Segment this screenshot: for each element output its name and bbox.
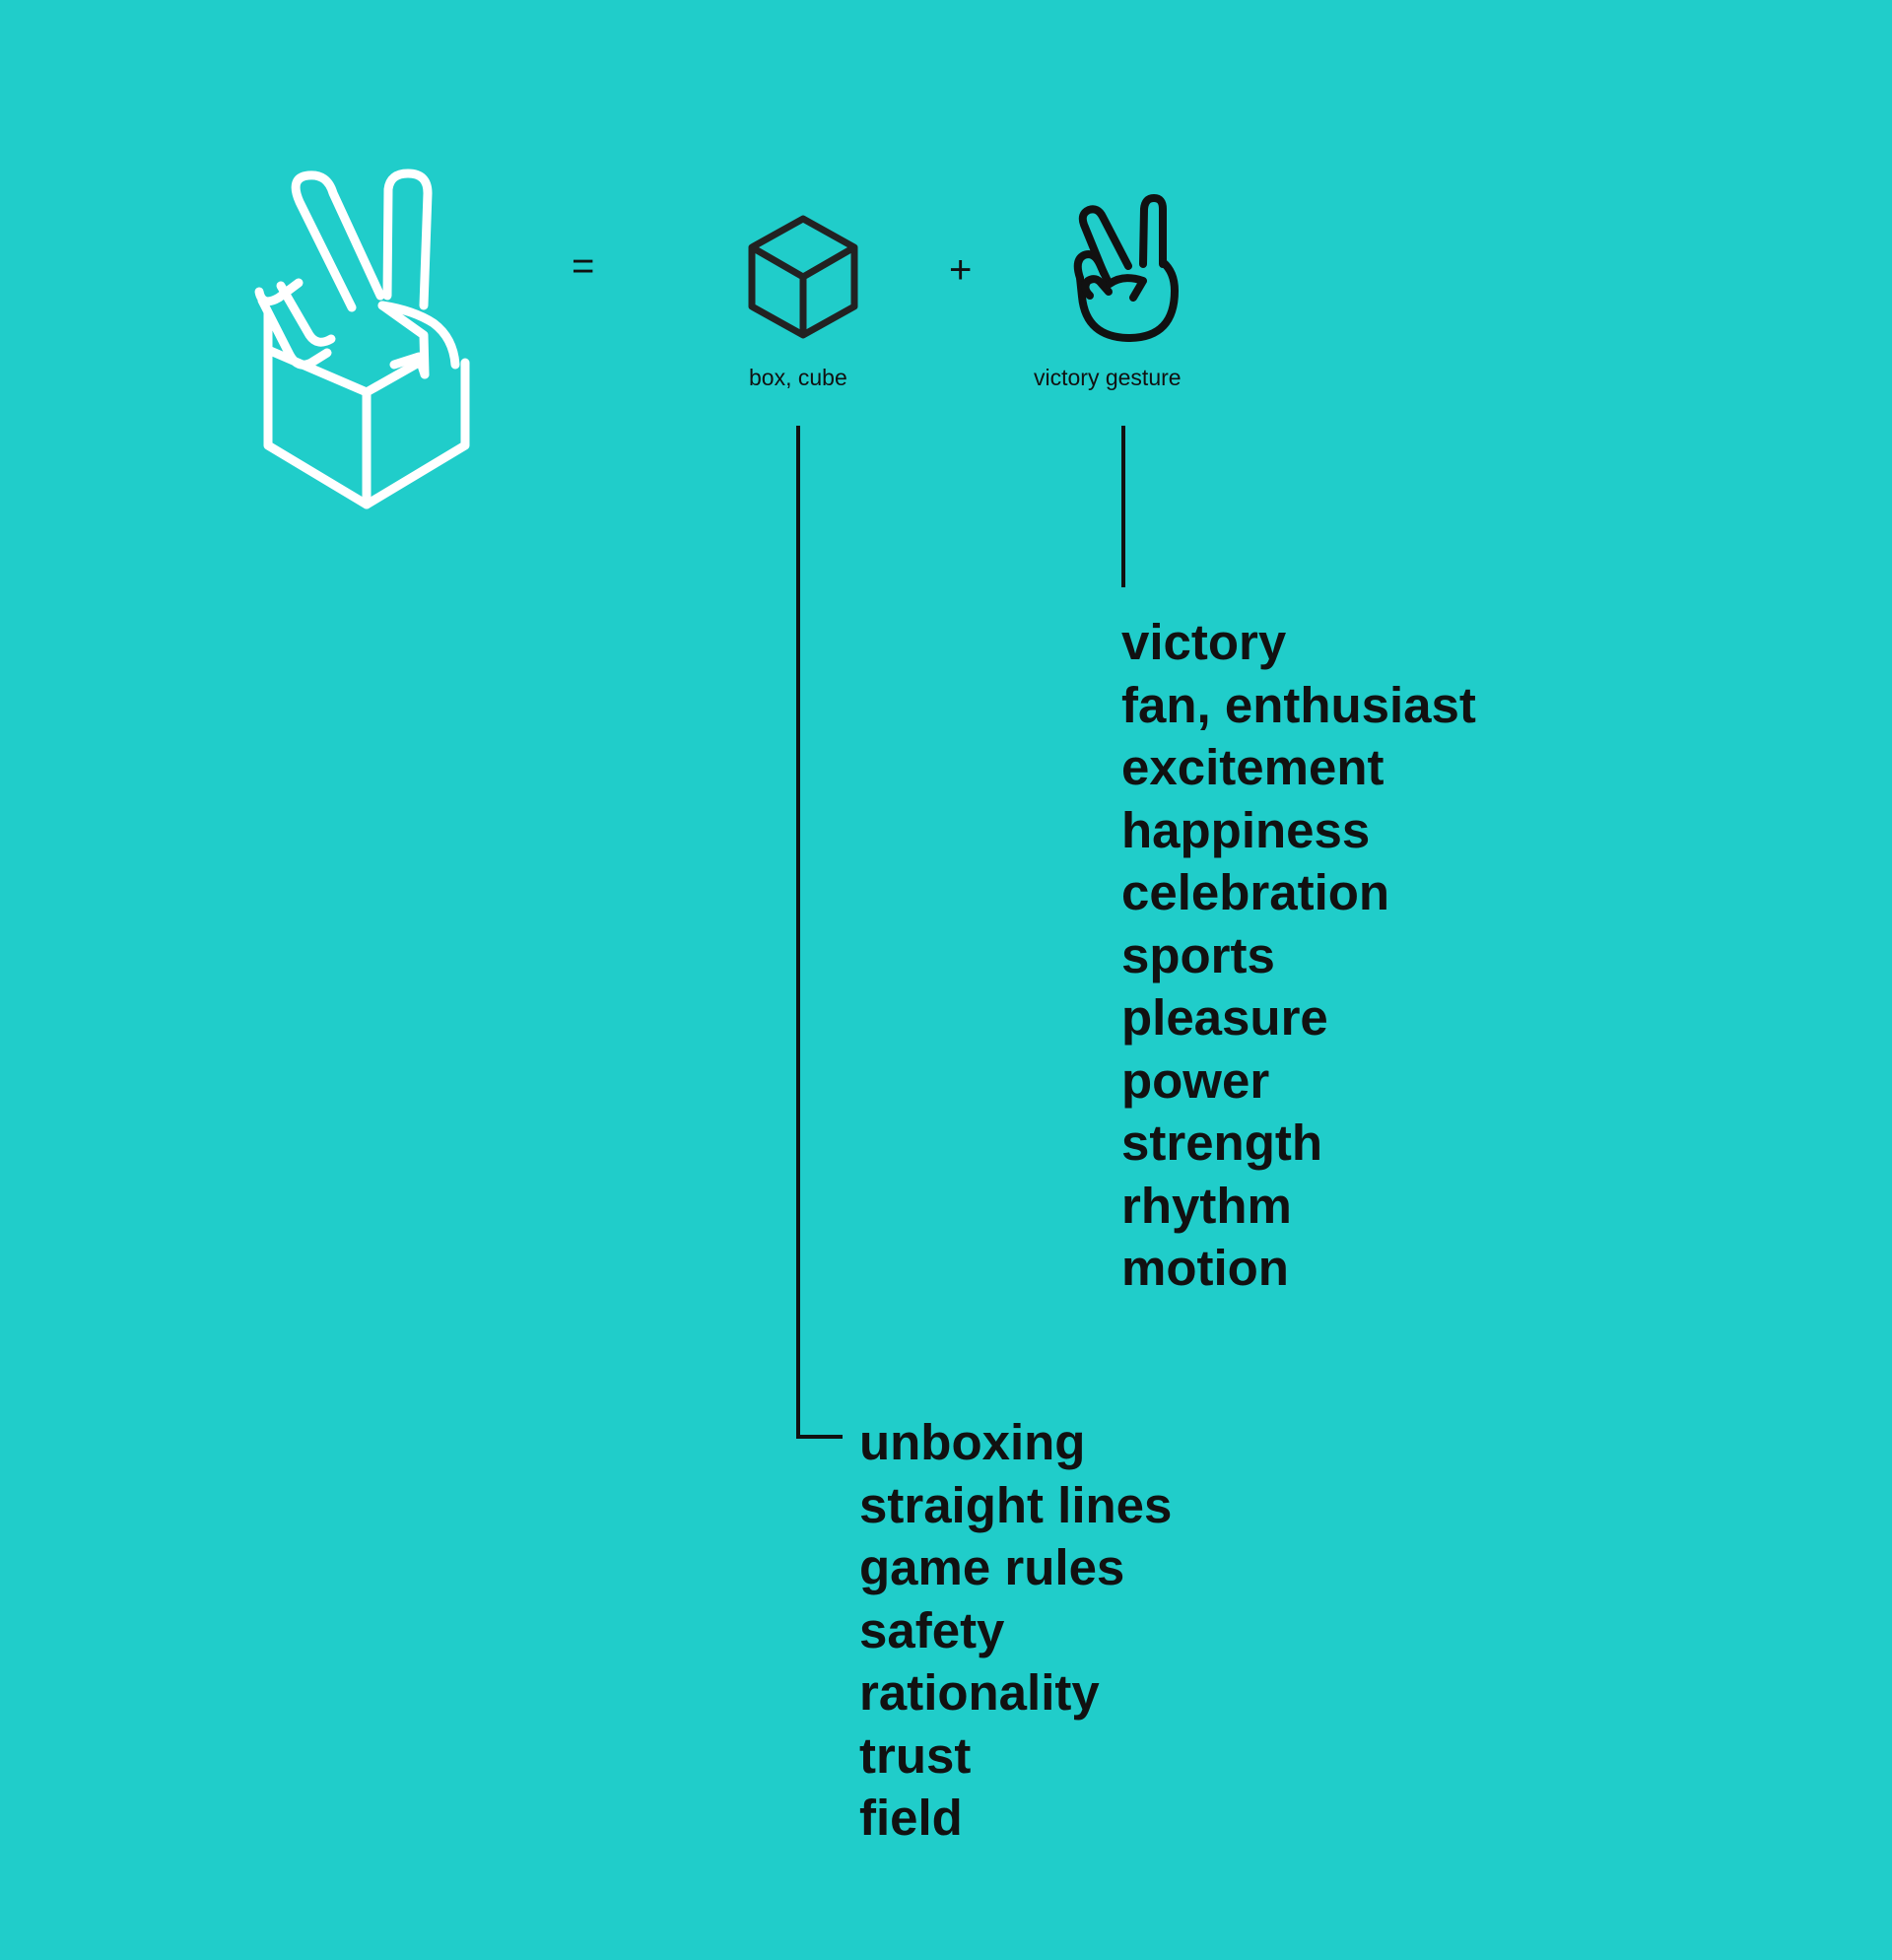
list-item: unboxing (859, 1414, 1086, 1470)
list-item: celebration (1121, 864, 1390, 920)
list-item: happiness (1121, 801, 1371, 858)
list-item: field (859, 1790, 963, 1846)
list-item: rationality (859, 1664, 1100, 1721)
list-item: trust (859, 1726, 972, 1784)
box-connector-elbow (796, 1435, 843, 1439)
equals-sign: = (572, 244, 595, 288)
list-item: straight lines (859, 1476, 1173, 1533)
plus-sign: + (949, 248, 973, 292)
list-item: victory (1121, 614, 1287, 670)
list-item: safety (859, 1601, 1005, 1658)
box-connector-line (796, 426, 800, 1439)
victory-gesture-caption: victory gesture (1034, 365, 1182, 390)
victory-meanings-list: victory fan, enthusiast excitement happi… (1121, 611, 1476, 1300)
list-item: power (1121, 1051, 1270, 1109)
victory-hand-icon (1073, 194, 1179, 342)
list-item: sports (1121, 926, 1275, 983)
list-item: game rules (859, 1539, 1125, 1595)
victory-hand-box-logo-icon (254, 169, 470, 509)
list-item: motion (1121, 1240, 1289, 1296)
box-meanings-list: unboxing straight lines game rules safet… (859, 1411, 1172, 1850)
list-item: strength (1121, 1115, 1322, 1171)
list-item: rhythm (1121, 1177, 1292, 1234)
list-item: fan, enthusiast (1121, 676, 1476, 733)
box-cube-caption: box, cube (749, 365, 847, 390)
victory-connector-line (1121, 426, 1125, 587)
list-item: excitement (1121, 739, 1385, 795)
list-item: pleasure (1121, 989, 1328, 1046)
box-cube-icon (748, 215, 858, 339)
